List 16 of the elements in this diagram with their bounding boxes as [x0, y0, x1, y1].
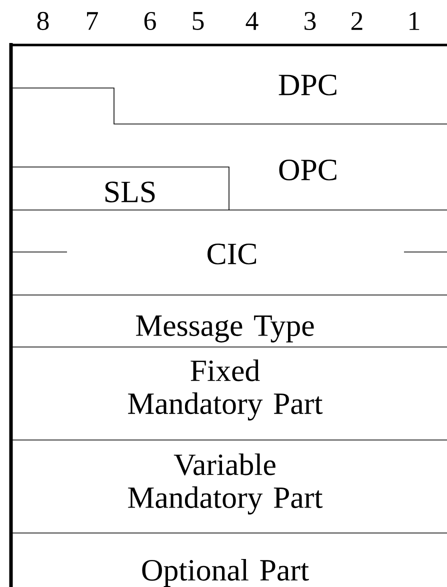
field-name: DPC	[278, 74, 336, 96]
field-name: SLS	[105, 182, 155, 202]
bit-number: 3	[304, 12, 316, 30]
field-name: Optional Part	[142, 558, 309, 587]
bit-number: 7	[87, 12, 98, 30]
bit-number: 1	[410, 12, 420, 30]
bit-number: 4	[246, 12, 258, 30]
field-name: Variable Mandatory Part	[128, 454, 323, 514]
bit-number: 5	[192, 12, 204, 30]
bit-number: 2	[351, 12, 362, 30]
field-name: CIC	[208, 244, 256, 264]
field-name: Message Type	[136, 316, 314, 342]
bit-number: 6	[144, 12, 156, 30]
field-name: OPC	[279, 160, 336, 180]
field-name: Fixed Mandatory Part	[128, 360, 323, 420]
bit-number: 8	[37, 12, 49, 30]
